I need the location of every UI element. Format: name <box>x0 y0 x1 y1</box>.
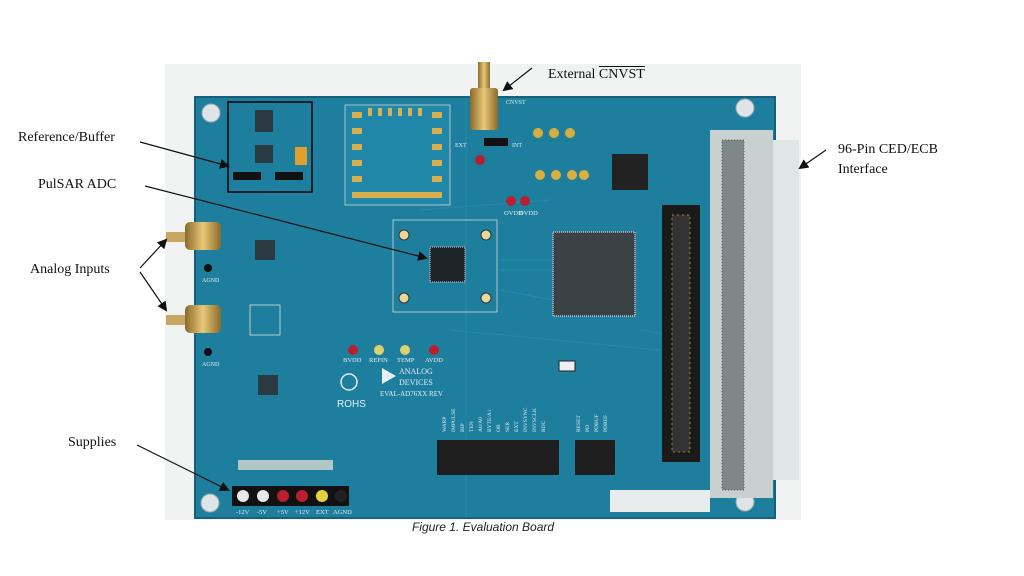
dip-switch-power[interactable] <box>575 440 615 475</box>
pulsar-adc-chip <box>429 246 466 283</box>
svg-text:IMPULSE: IMPULSE <box>451 408 457 432</box>
reference-chip <box>255 110 273 132</box>
svg-text:RDC: RDC <box>541 420 547 432</box>
svg-text:AVDD: AVDD <box>425 357 443 364</box>
svg-text:OB: OB <box>496 424 502 432</box>
svg-text:ANALOG: ANALOG <box>399 367 433 376</box>
fpga-chip <box>552 231 636 317</box>
svg-text:INT: INT <box>512 143 522 149</box>
callout-96-pin-interface: 96-Pin CED/ECB Interface <box>838 140 938 180</box>
svg-text:A0/A0: A0/A0 <box>478 417 484 432</box>
svg-text:AGND: AGND <box>333 509 352 516</box>
svg-text:EXT: EXT <box>316 509 329 516</box>
svg-text:WARP: WARP <box>442 417 448 432</box>
callout-reference-buffer: Reference/Buffer <box>18 130 115 145</box>
middle-test-points <box>348 345 439 355</box>
svg-text:DVDD: DVDD <box>519 210 538 217</box>
svg-text:BVDD: BVDD <box>343 357 362 364</box>
svg-text:PDBUF: PDBUF <box>594 414 600 432</box>
callout-pulsar-adc: PulSAR ADC <box>38 177 117 192</box>
external-label: External <box>548 67 596 82</box>
svg-text:AGND: AGND <box>202 278 220 284</box>
supply-test-points[interactable] <box>237 490 347 502</box>
svg-text:OVDD: OVDD <box>504 210 523 217</box>
svg-text:EVAL-AD76XX REV: EVAL-AD76XX REV <box>380 390 443 398</box>
callout-arrows <box>136 67 827 491</box>
svg-text:EXT: EXT <box>514 421 520 432</box>
analog-input-connectors <box>166 222 221 333</box>
svg-text:TEMP: TEMP <box>397 357 415 364</box>
svg-text:REFIN: REFIN <box>369 357 388 364</box>
svg-text:INVSCLK: INVSCLK <box>532 408 538 432</box>
reference-buffer-box <box>227 101 313 193</box>
svg-text:TEN: TEN <box>469 421 475 432</box>
svg-text:PDREF: PDREF <box>603 415 609 432</box>
svg-text:ROHS: ROHS <box>337 399 366 410</box>
analog-devices-logo <box>382 368 396 384</box>
test-points <box>533 128 589 180</box>
unpopulated-footprint <box>344 104 451 206</box>
callout-external-cnvst: External CNVST <box>548 65 645 85</box>
cnvst-sma-connector <box>478 62 490 92</box>
ic-socket <box>612 154 648 190</box>
svg-text:+12V: +12V <box>295 509 310 516</box>
interface-line2: Interface <box>838 162 888 177</box>
svg-text:SER: SER <box>505 422 511 432</box>
callout-supplies: Supplies <box>68 435 117 450</box>
dip-switch-config[interactable] <box>437 440 559 475</box>
interface-line1: 96-Pin CED/ECB <box>838 142 938 157</box>
supply-terminal-block <box>232 486 349 506</box>
svg-text:BIP: BIP <box>460 423 466 432</box>
svg-text:RESET: RESET <box>576 415 582 432</box>
figure-caption: Figure 1. Evaluation Board <box>411 520 555 534</box>
switch-labels: WARP IMPULSE BIP TEN A0/A0 BYTE/A1 OB SE… <box>442 407 609 432</box>
callout-analog-inputs: Analog Inputs <box>30 262 110 277</box>
supply-labels: -12V -5V +5V +12V EXT AGND <box>236 509 352 516</box>
pb-free-icon <box>340 373 358 391</box>
svg-text:CNVST: CNVST <box>506 100 526 106</box>
svg-text:DEVICES: DEVICES <box>399 378 433 387</box>
svg-text:PD: PD <box>585 425 591 432</box>
svg-text:AGND: AGND <box>202 362 220 368</box>
svg-text:-12V: -12V <box>236 509 250 516</box>
svg-text:BYTE/A1: BYTE/A1 <box>487 409 493 432</box>
cnvst-label: CNVST <box>598 67 645 82</box>
svg-text:+5V: +5V <box>277 509 289 516</box>
svg-text:INVSYNC: INVSYNC <box>523 407 529 432</box>
adc-outline <box>392 219 498 313</box>
svg-text:EXT: EXT <box>455 143 467 149</box>
svg-text:-5V: -5V <box>257 509 267 516</box>
tantalum-capacitor <box>295 147 307 165</box>
